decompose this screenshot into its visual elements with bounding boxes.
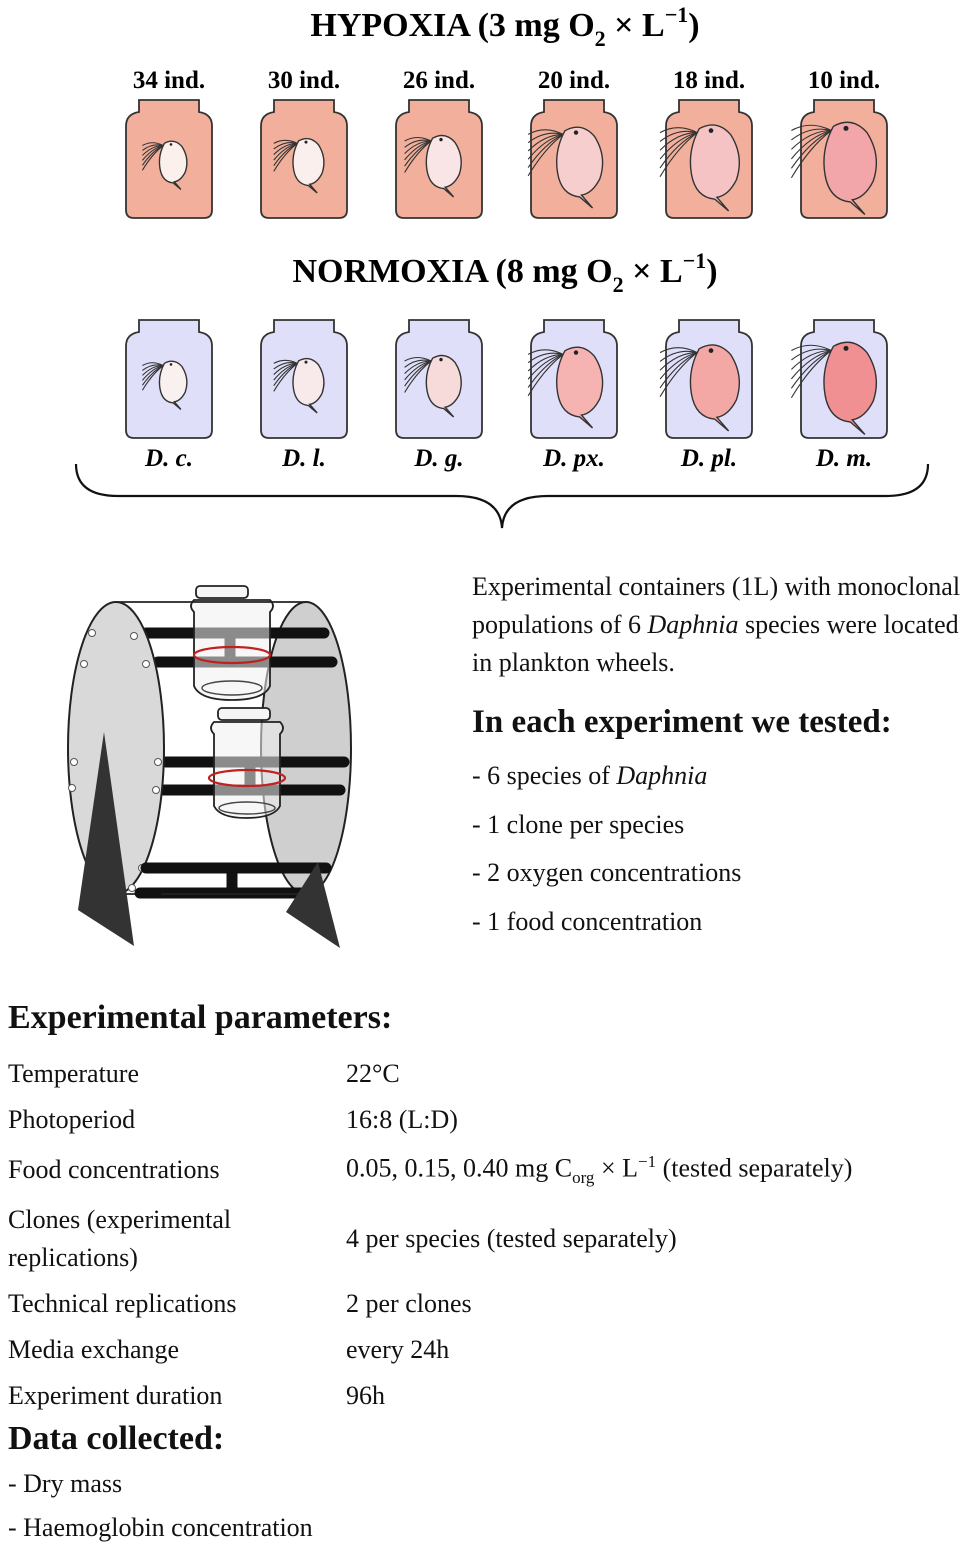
param-row-food: Food concentrations 0.05, 0.15, 0.40 mg … [8, 1143, 852, 1197]
hypoxia-label: 26 ind. [403, 67, 475, 94]
hypoxia-label: 20 ind. [538, 67, 610, 94]
param-name: Experiment duration [8, 1380, 223, 1410]
normoxia-label: D. l. [281, 445, 326, 472]
daphnia-icon [141, 360, 188, 411]
containers-description: Experimental containers (1L) with monocl… [472, 572, 961, 677]
param-value: every 24h [346, 1334, 450, 1364]
wheel-jar-lower [210, 707, 284, 819]
param-name: Food concentrations [8, 1154, 220, 1184]
daphnia-icon [141, 140, 188, 191]
daphnia-icon [659, 124, 741, 212]
param-row-technical: Technical replications 2 per clones [8, 1281, 852, 1327]
data-item-haemoglobin: - Haemoglobin concentration [8, 1513, 313, 1542]
daphnia-icon [790, 341, 878, 436]
param-value: 0.05, 0.15, 0.40 mg Corg × L−1 (tested s… [346, 1152, 853, 1187]
daphnia-icon [273, 357, 325, 414]
plankton-wheel [67, 585, 352, 948]
data-collected-list: - Dry mass - Haemoglobin concentration [8, 1462, 313, 1550]
daphnia-icon [404, 354, 462, 418]
tested-item-food: - 1 food concentration [472, 906, 703, 936]
daphnia-icon [659, 344, 741, 432]
wheel-stand-right [286, 862, 340, 948]
normoxia-label: D. px. [542, 445, 605, 472]
wheel-stand-left [78, 732, 134, 946]
param-name: Clones (experimental replications) [8, 1204, 232, 1272]
jar-clip-upper [192, 645, 272, 665]
normoxia-jar-row: D. c. D. l. D. g. D. px. D. pl. D. m. [125, 319, 888, 472]
param-name: Photoperiod [8, 1105, 136, 1134]
param-value: 16:8 (L:D) [346, 1105, 458, 1134]
param-value: 96h [346, 1380, 385, 1410]
jar-clip-lower [207, 768, 287, 788]
daphnia-icon [273, 137, 325, 194]
normoxia-title: NORMOXIA (8 mg O2 × L−1) [292, 248, 717, 297]
param-row-photoperiod: Photoperiod 16:8 (L:D) [8, 1097, 852, 1143]
data-item-dry-mass: - Dry mass [8, 1469, 123, 1498]
daphnia-icon [404, 134, 462, 198]
tested-item-species: - 6 species of Daphnia [472, 761, 708, 790]
hypoxia-label: 10 ind. [808, 67, 880, 94]
tested-heading: In each experiment we tested: [472, 704, 892, 740]
hypoxia-label: 18 ind. [673, 67, 745, 94]
experiment-diagram: HYPOXIA (3 mg O2 × L−1) 34 ind. 30 ind. 26… [67, 2, 930, 948]
tested-item-clone: - 1 clone per species [472, 809, 685, 839]
param-row-temperature: Temperature 22°C [8, 1051, 852, 1097]
normoxia-label: D. m. [815, 445, 872, 472]
wheel-holes [68, 629, 162, 892]
daphnia-icon [790, 121, 878, 216]
data-collected-heading: Data collected: [8, 1420, 225, 1457]
parameters-table: Temperature 22°C Photoperiod 16:8 (L:D) … [8, 1051, 852, 1419]
param-value: 2 per clones [346, 1288, 472, 1318]
normoxia-label: D. c. [144, 445, 193, 472]
hypoxia-label: 30 ind. [268, 67, 340, 94]
wheel-jar-upper [190, 585, 274, 701]
param-row-duration: Experiment duration 96h [8, 1373, 852, 1419]
hypoxia-title: HYPOXIA (3 mg O2 × L−1) [310, 2, 699, 51]
hypoxia-jar-row: 34 ind. 30 ind. 26 ind. 20 ind. 18 ind. 10 in… [125, 67, 888, 219]
param-name: Temperature [8, 1059, 139, 1088]
param-row-media: Media exchange every 24h [8, 1327, 852, 1373]
normoxia-label: D. g. [413, 445, 463, 472]
parameters-heading: Experimental parameters: [8, 999, 393, 1036]
daphnia-icon [527, 346, 604, 429]
hypoxia-label: 34 ind. [133, 67, 205, 94]
tested-item-oxygen: - 2 oxygen concentrations [472, 858, 742, 887]
experiment-info: Experimental containers (1L) with monocl… [472, 568, 970, 946]
tested-list: - 6 species of Daphnia - 1 clone per spe… [472, 752, 970, 946]
param-value: 4 per species (tested separately) [346, 1223, 677, 1253]
param-value: 22°C [346, 1059, 400, 1088]
param-row-clones: Clones (experimental replications) 4 per… [8, 1197, 852, 1281]
daphnia-icon [527, 126, 604, 209]
grouping-brace [74, 463, 930, 529]
normoxia-label: D. pl. [680, 445, 737, 472]
param-name: Media exchange [8, 1334, 180, 1364]
param-name: Technical replications [8, 1288, 237, 1318]
